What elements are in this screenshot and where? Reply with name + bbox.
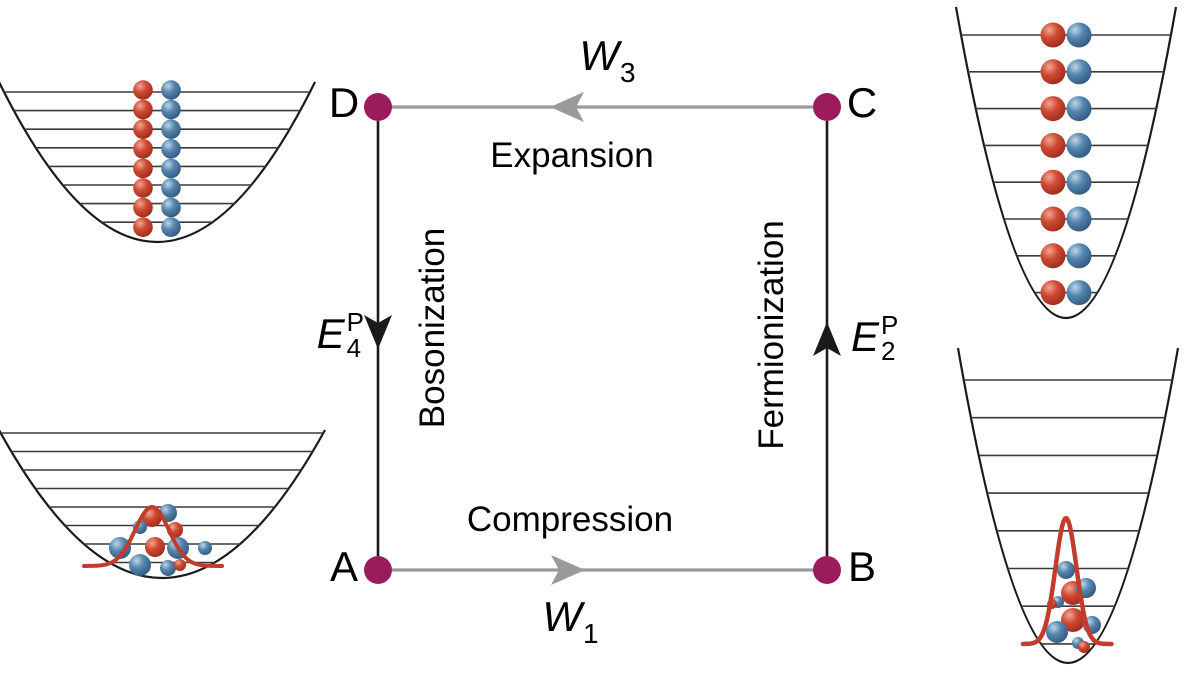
trap-bottom-left <box>0 429 326 580</box>
e2-superscript: P <box>881 310 899 340</box>
blue-particle <box>1066 132 1092 158</box>
blue-particle <box>161 80 181 100</box>
blue-particle <box>161 197 181 218</box>
red-particle <box>133 139 153 159</box>
red-particle <box>133 217 153 237</box>
node-label-D: D <box>328 79 360 127</box>
blue-particle <box>1066 206 1092 232</box>
arrowhead-expansion-left-icon <box>550 92 584 122</box>
e2-subscript: 2 <box>881 336 896 366</box>
red-particle <box>1061 608 1085 632</box>
blue-particle <box>160 560 176 576</box>
process-label-bosonization: Bosonization <box>413 227 452 429</box>
node-dot-A <box>364 556 392 584</box>
node-dot-B <box>813 556 841 584</box>
w3-subscript: 3 <box>620 57 636 88</box>
harmonic-well-outline <box>0 81 316 243</box>
blue-particle <box>1066 96 1092 122</box>
red-particle <box>1040 22 1066 48</box>
work-label-w3: W3 <box>579 32 635 88</box>
blue-particle <box>198 541 212 555</box>
blue-particle <box>161 158 181 179</box>
blue-particle <box>1066 243 1092 269</box>
red-particle <box>145 537 165 557</box>
red-particle <box>1040 169 1066 195</box>
red-particle <box>133 80 153 100</box>
blue-particle <box>161 139 181 159</box>
work-label-w1: W1 <box>542 593 598 649</box>
arrowhead-fermionization-up-icon <box>813 322 841 356</box>
node-label-C: C <box>846 79 878 127</box>
trap-bottom-right <box>956 347 1180 664</box>
arrowhead-compression-right-icon <box>551 555 585 585</box>
red-particle <box>133 178 153 198</box>
process-label-fermionization: Fermionization <box>752 220 791 450</box>
red-particle <box>1040 132 1066 158</box>
blue-particle <box>129 554 151 576</box>
harmonic-well-outline <box>0 429 326 580</box>
red-particle <box>133 197 153 218</box>
node-dot-D <box>364 93 392 121</box>
e4-base: E <box>316 310 345 357</box>
red-particle <box>133 119 153 139</box>
blue-particle <box>1066 59 1092 85</box>
blue-particle <box>161 217 181 237</box>
trap-top-right <box>954 6 1178 319</box>
trap-top-left <box>0 80 316 243</box>
cycle-square <box>364 92 841 585</box>
harmonic-well-outline <box>956 347 1180 664</box>
w1-base: W <box>542 593 583 640</box>
red-particle <box>1040 96 1066 122</box>
blue-particle <box>1057 561 1075 579</box>
blue-particle <box>161 119 181 139</box>
red-particle <box>1078 641 1090 653</box>
blue-particle <box>1066 280 1092 306</box>
e2-base: E <box>851 313 880 360</box>
w3-base: W <box>579 32 620 79</box>
red-particle <box>1040 243 1066 269</box>
node-dot-C <box>813 93 841 121</box>
process-label-expansion: Expansion <box>490 136 654 175</box>
blue-particle <box>1046 621 1068 643</box>
node-label-B: B <box>847 543 877 591</box>
process-label-compression: Compression <box>466 500 674 539</box>
blue-particle <box>161 99 181 120</box>
e4-superscript: P <box>346 307 364 337</box>
red-particle <box>1040 206 1066 232</box>
red-particle <box>133 158 153 179</box>
red-particle <box>1040 280 1066 306</box>
node-label-A: A <box>329 543 359 591</box>
gaussian-wavefunction-curve <box>82 505 224 568</box>
red-particle <box>174 559 186 571</box>
harmonic-well-outline <box>954 6 1178 319</box>
blue-particle <box>109 537 131 559</box>
gaussian-wavefunction-curve <box>1020 515 1114 647</box>
e4-subscript: 4 <box>346 333 362 363</box>
blue-particle <box>161 178 181 198</box>
blue-particle <box>1066 22 1092 48</box>
blue-particle <box>1066 169 1092 195</box>
arrowhead-bosonization-down-icon <box>364 315 392 349</box>
trap-illustrations <box>0 6 1180 664</box>
w1-subscript: 1 <box>583 618 599 649</box>
red-particle <box>1040 59 1066 85</box>
red-particle <box>133 99 153 120</box>
